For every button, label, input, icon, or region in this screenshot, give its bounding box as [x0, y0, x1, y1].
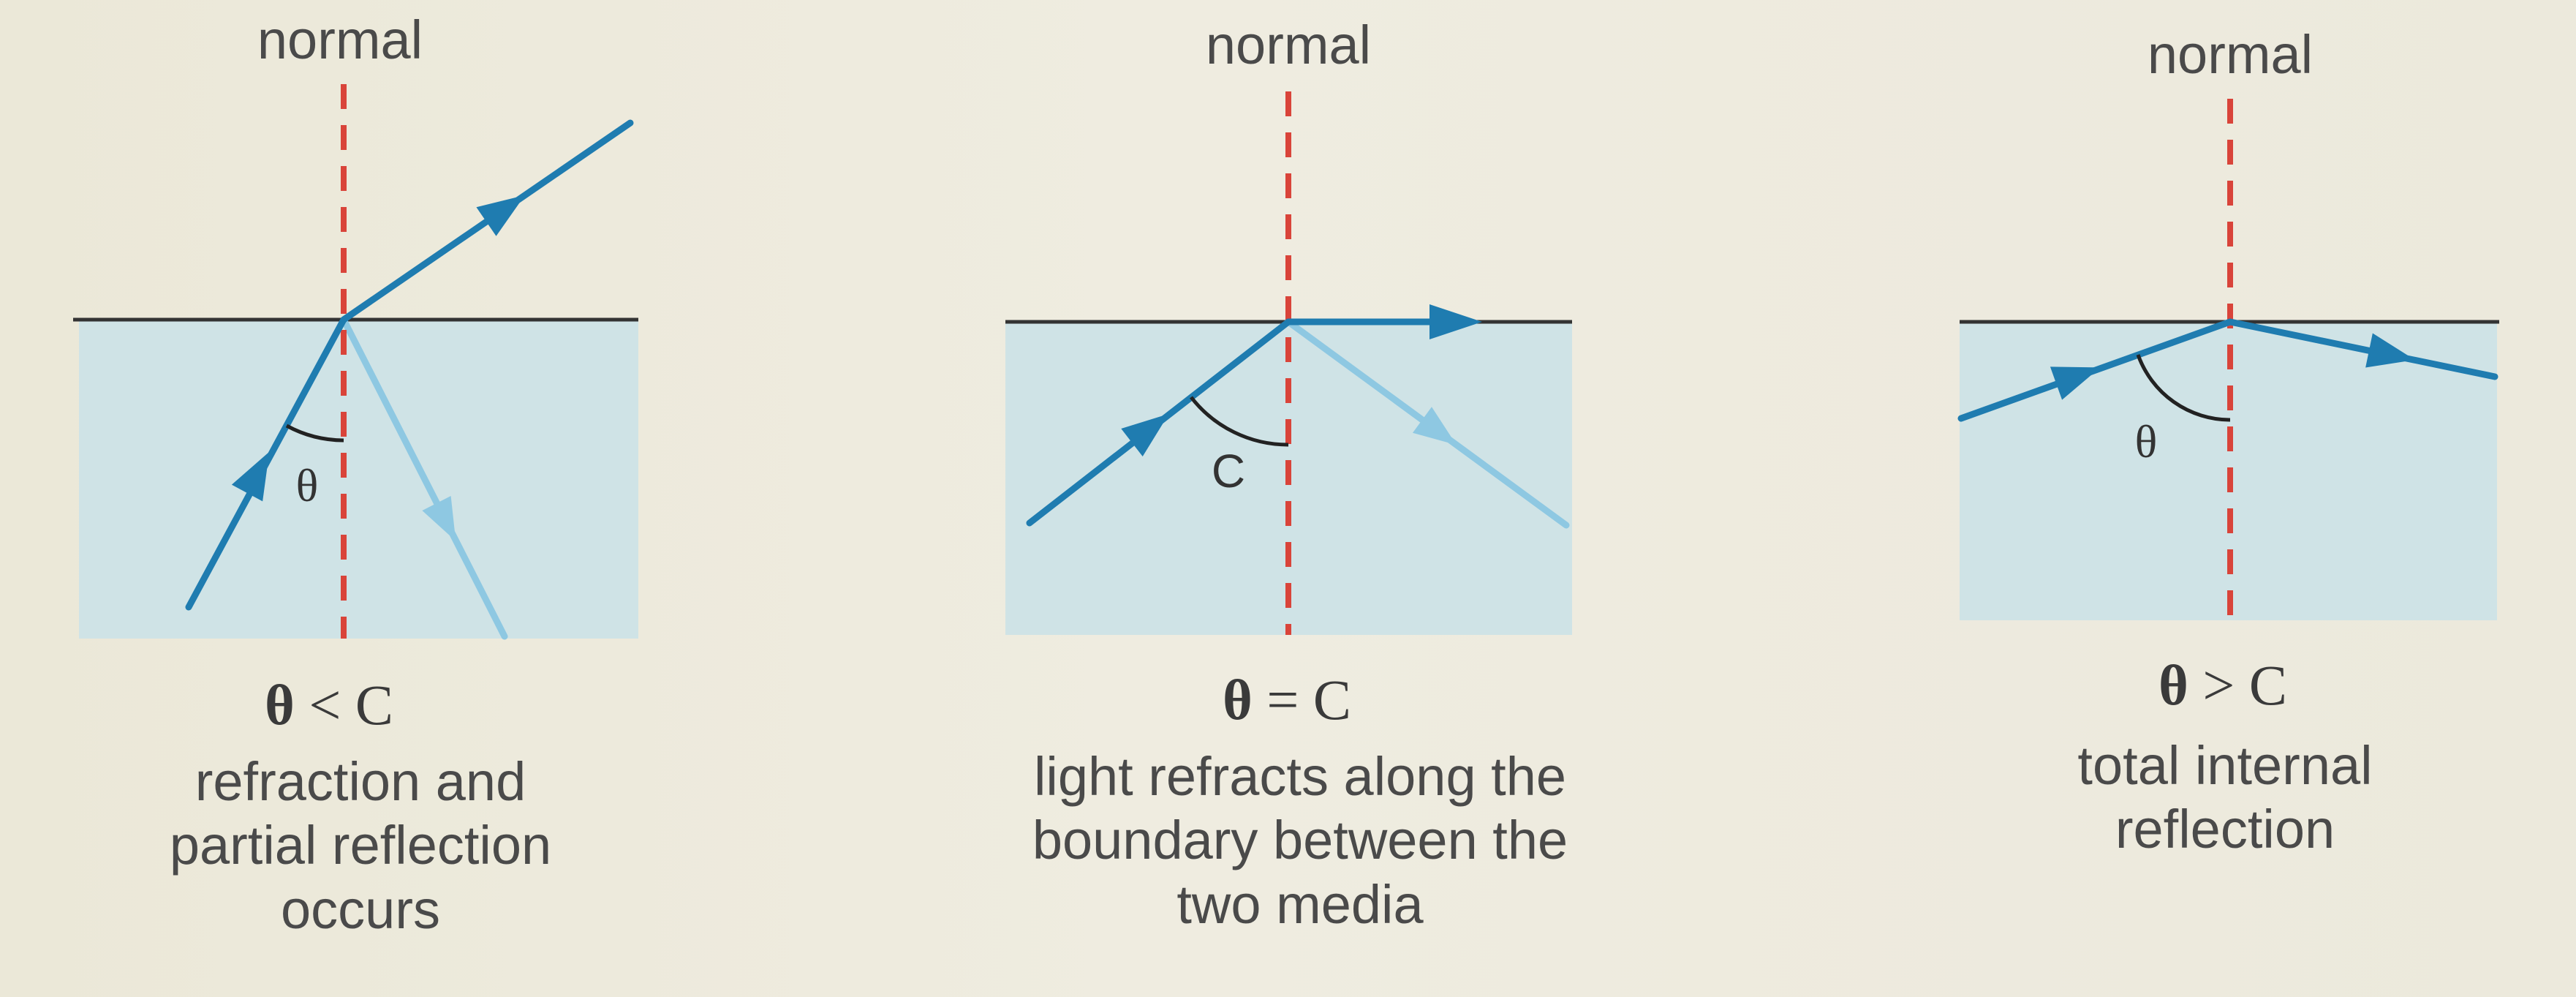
panel-1-description-line: occurs [281, 879, 440, 940]
panel-3-condition-theta: θ [2158, 653, 2188, 717]
panel-2-normal-label: normal [1205, 15, 1372, 75]
panel-3-description-line: total internal [2077, 735, 2373, 796]
panel-3-condition: θ > C [2158, 657, 2287, 714]
panel-3-reflected-ray [2226, 318, 2498, 380]
panel-2-angle-arc [1190, 396, 1289, 447]
panel-1-condition-theta: θ [265, 673, 295, 737]
panel-1-reflected-ray [340, 316, 508, 640]
panel-2-condition: θ = C [1223, 671, 1351, 729]
panel-3-description: total internal reflection [2077, 734, 2372, 862]
panel-1-angle-arc [285, 424, 344, 443]
panel-2-description-line: boundary between the [1032, 810, 1568, 871]
panel-1-description-line: refraction and [194, 751, 526, 812]
panel-2-incident-arrowhead [1121, 413, 1169, 456]
panel-2-description-line: light refracts along the [1033, 746, 1567, 807]
panel-1-description-line: partial reflection [169, 815, 552, 876]
panel-1-refraction [73, 84, 638, 640]
panel-1-normal-label: normal [257, 10, 423, 70]
panel-1-angle-label: θ [295, 459, 319, 511]
panel-3-description-line: reflection [2115, 799, 2335, 860]
panel-2-refracted-arrowhead [1429, 304, 1482, 339]
panel-3-reflected-arrowhead [2365, 333, 2415, 368]
panel-1-refracted-arrowhead [476, 195, 525, 236]
panel-1-medium [79, 320, 638, 639]
panel-1-incident-arrowhead [231, 451, 270, 502]
panel-1-condition-relation: < C [309, 673, 393, 737]
panel-1-reflected-arrowhead [422, 496, 456, 541]
panel-3-normal-label: normal [2147, 24, 2314, 85]
panel-3-angle-arc [2136, 354, 2231, 422]
panel-1-description: refraction and partial reflection occurs [170, 750, 551, 941]
panel-3-condition-relation: > C [2202, 653, 2287, 717]
panel-2-reflected-arrowhead [1413, 407, 1457, 445]
panel-1-condition: θ < C [265, 677, 393, 734]
panel-2-critical-angle [1005, 91, 1572, 635]
panel-2-description: light refracts along the boundary betwee… [1032, 745, 1568, 936]
panel-3-incident-arrowhead [2050, 366, 2101, 400]
panel-2-condition-relation: = C [1266, 668, 1351, 731]
panel-2-description-line: two media [1176, 873, 1424, 935]
panel-2-angle-label: C [1211, 445, 1246, 497]
panel-3-angle-label: θ [2134, 415, 2158, 467]
panel-3-total-internal-reflection [1957, 99, 2499, 622]
panel-2-condition-theta: θ [1223, 668, 1253, 731]
